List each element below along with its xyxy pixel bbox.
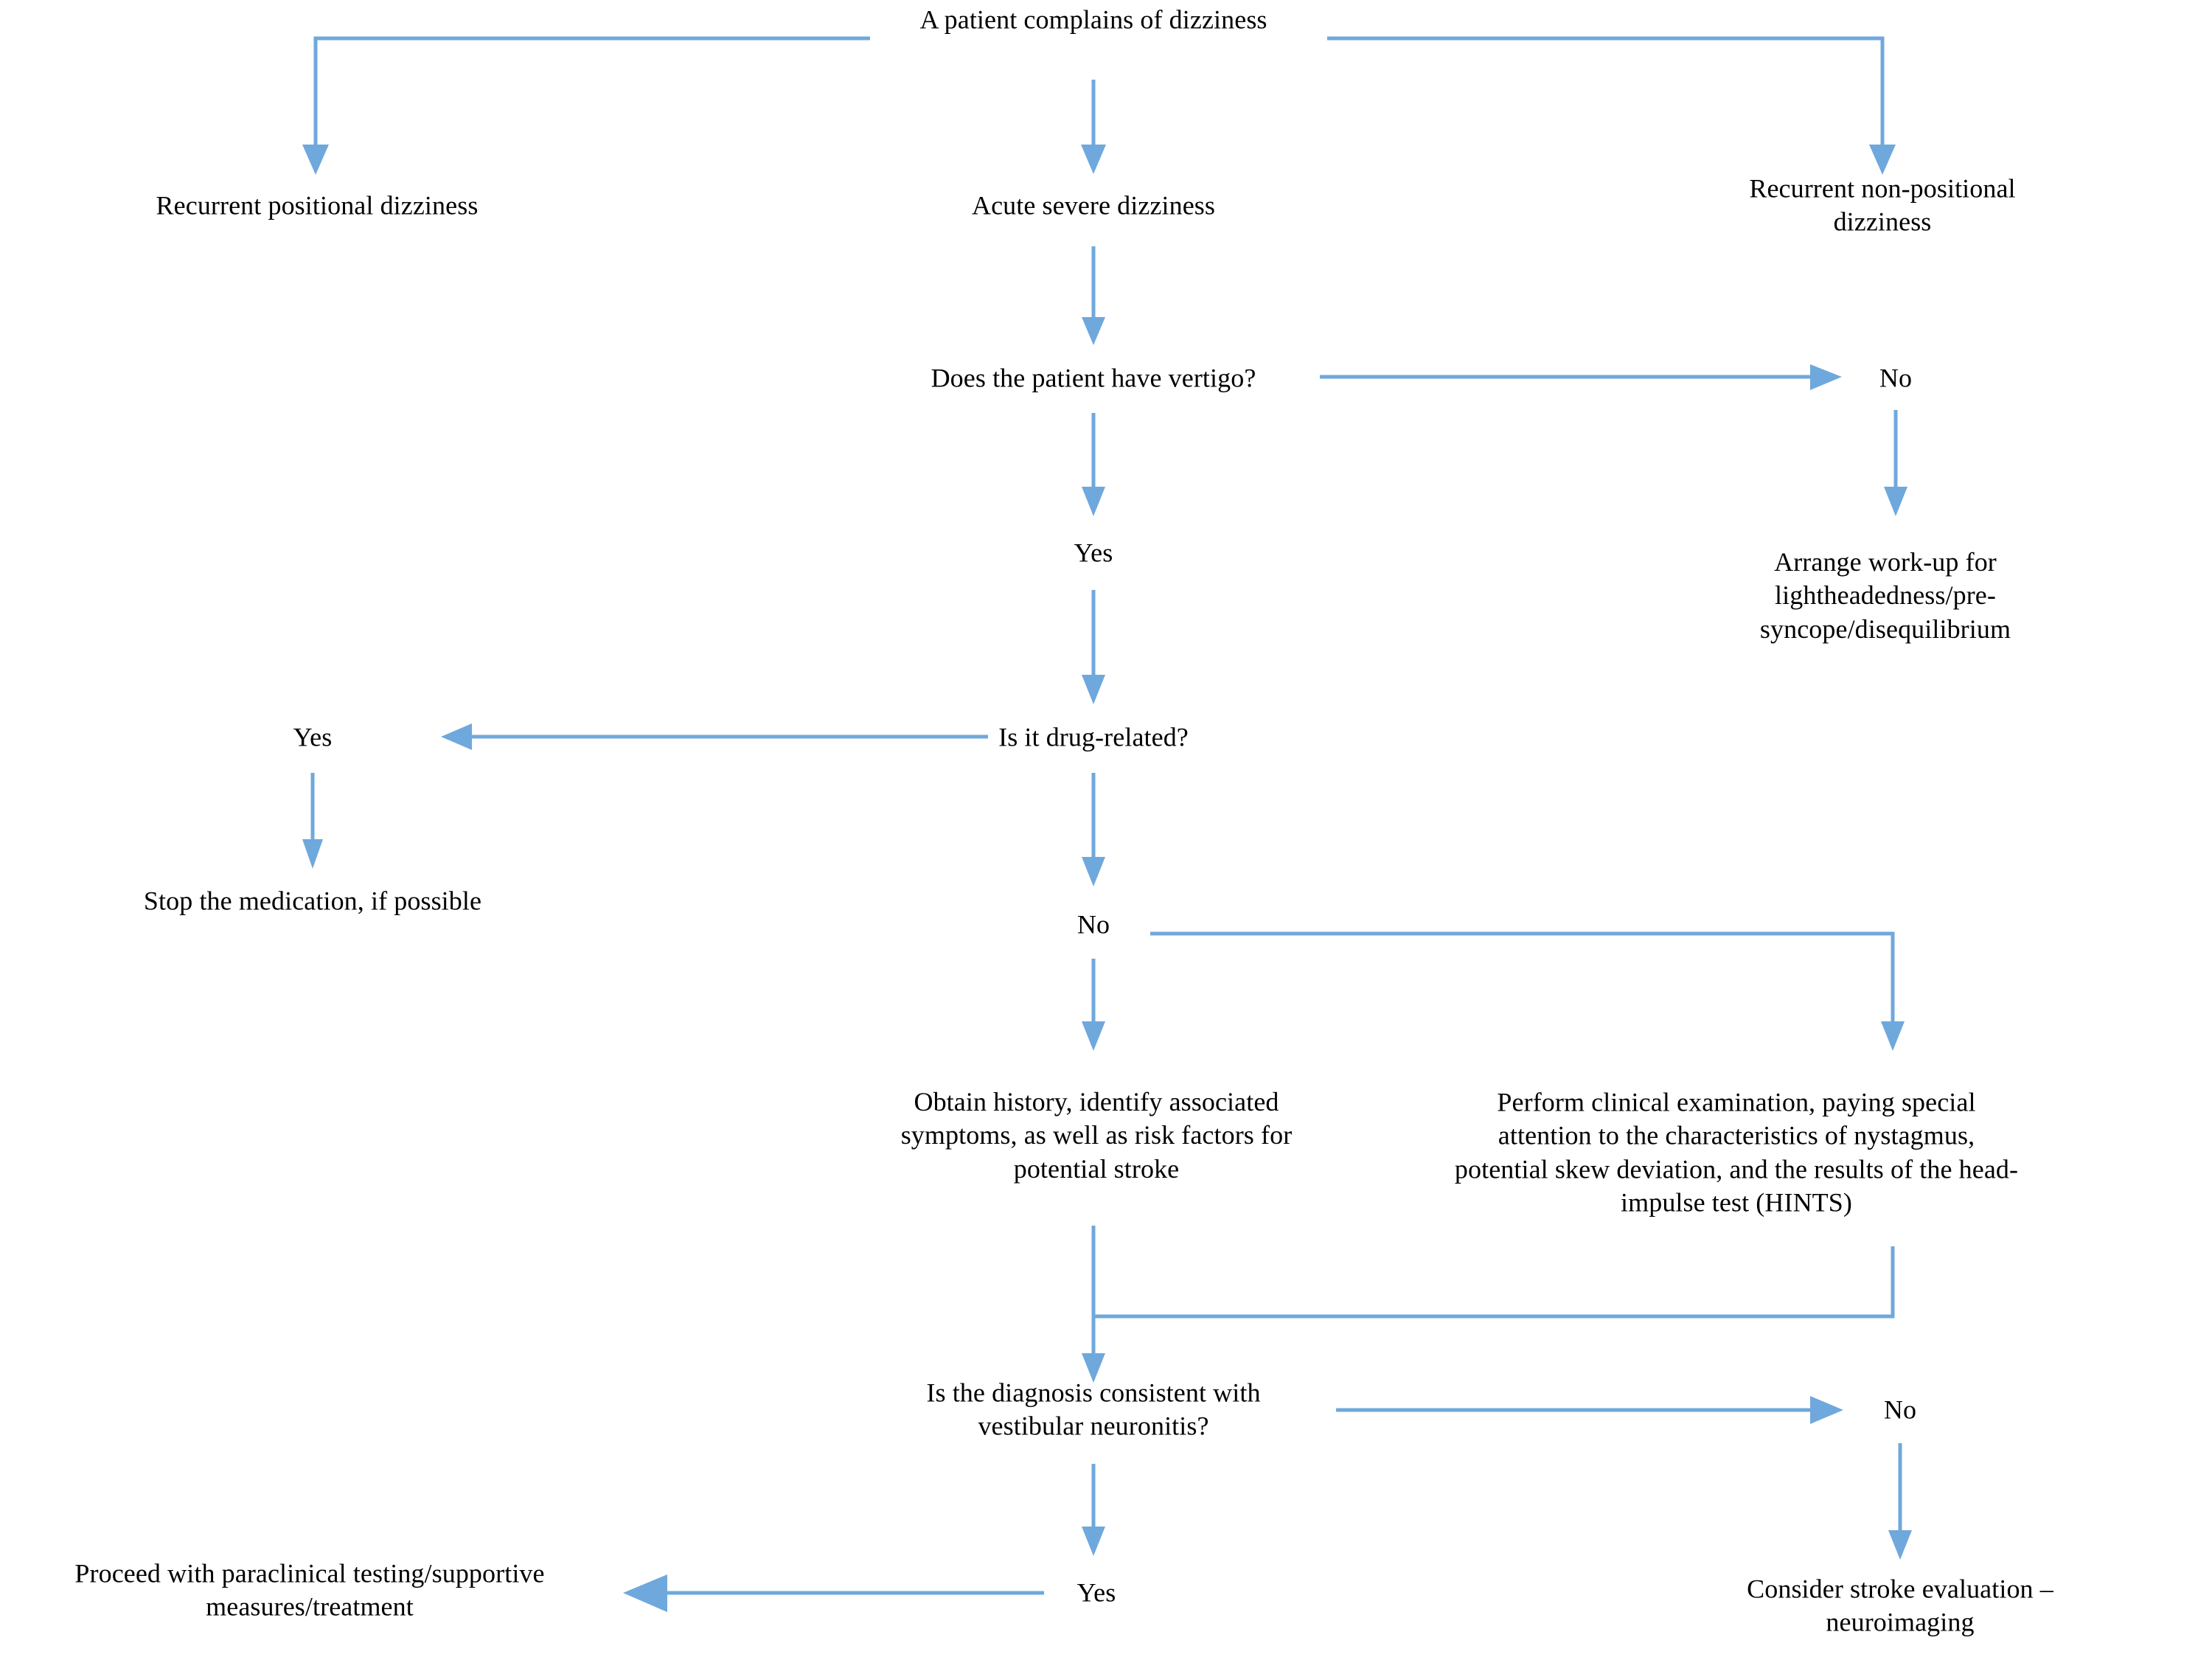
edge-drug-no-to-obtain-history: [1082, 959, 1105, 1051]
edge-vertigo-question-to-no: [1320, 364, 1842, 390]
label-vertigo-no: No: [1879, 363, 1913, 393]
edge-drug-yes-to-stop-medication: [302, 773, 323, 869]
edge-start-to-acute-severe: [1081, 80, 1106, 174]
edge-start-to-recurrent-non-positional: [1327, 36, 1896, 175]
label-drug-related-no: No: [1077, 909, 1110, 940]
edge-vestibular-question-to-yes: [1082, 1464, 1105, 1556]
edge-drug-no-to-perform-exam: [1150, 931, 1905, 1051]
edge-start-to-recurrent-positional: [302, 36, 870, 175]
node-consider-stroke-evaluation-neuroimaging: Consider stroke evaluation – neuroimagin…: [1747, 1574, 2053, 1637]
node-patient-complains-of-dizziness: A patient complains of dizziness: [919, 4, 1267, 35]
node-is-the-diagnosis-consistent-with-vestibular-neuronitis: Is the diagnosis consistent with vestibu…: [926, 1378, 1261, 1441]
edge-vertigo-yes-to-drug-related: [1082, 590, 1105, 704]
node-acute-severe-dizziness: Acute severe dizziness: [971, 190, 1216, 220]
node-proceed-with-paraclinical-testing: Proceed with paraclinical testing/suppor…: [74, 1558, 545, 1622]
node-arrange-work-up-lightheadedness: Arrange work-up for lightheadedness/pre-…: [1759, 546, 2011, 644]
edge-vertigo-no-to-arrange-workup: [1884, 410, 1907, 516]
edge-drug-related-to-yes: [441, 723, 988, 750]
node-recurrent-non-positional-dizziness: Recurrent non-positional dizziness: [1749, 173, 2016, 237]
node-is-it-drug-related: Is it drug-related?: [998, 722, 1189, 752]
node-perform-clinical-examination-hints: Perform clinical examination, paying spe…: [1454, 1087, 2019, 1218]
label-drug-related-yes: Yes: [293, 722, 333, 752]
label-vertigo-yes: Yes: [1074, 538, 1113, 568]
edge-acute-severe-to-vertigo-question: [1082, 246, 1105, 345]
edge-vn-no-to-consider-stroke: [1888, 1443, 1912, 1560]
edge-vn-yes-to-proceed-paraclinical: [623, 1574, 1044, 1612]
label-vestibular-neuronitis-yes: Yes: [1077, 1577, 1116, 1608]
node-does-the-patient-have-vertigo: Does the patient have vertigo?: [931, 363, 1256, 393]
node-recurrent-positional-dizziness: Recurrent positional dizziness: [156, 190, 479, 220]
edge-vestibular-question-to-no: [1336, 1396, 1843, 1424]
edge-vertigo-question-to-yes: [1082, 413, 1105, 516]
label-vestibular-neuronitis-no: No: [1883, 1395, 1917, 1425]
edge-perform-exam-to-vestibular-question: [1093, 1246, 1895, 1319]
node-stop-the-medication-if-possible: Stop the medication, if possible: [143, 886, 482, 916]
edge-obtain-history-to-vestibular-question: [1082, 1226, 1105, 1383]
node-obtain-history-identify-associated-symptoms: Obtain history, identify associated symp…: [900, 1086, 1293, 1184]
edge-drug-related-to-no: [1082, 773, 1105, 886]
